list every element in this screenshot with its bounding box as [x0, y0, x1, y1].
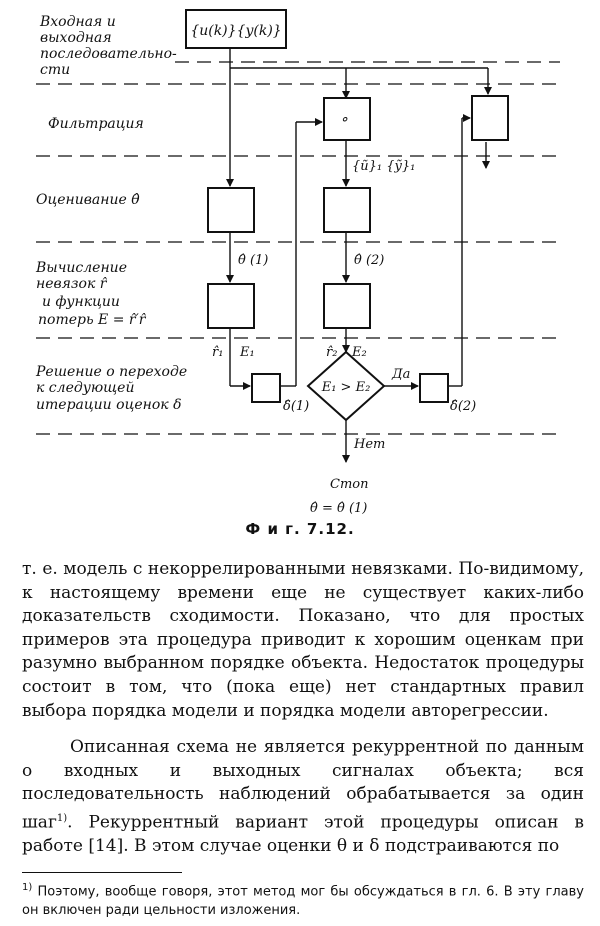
estimate-box-2	[323, 187, 371, 233]
input-box-label: {u(k)}{y(k)}	[190, 23, 281, 39]
paragraph-2-cont: . Рекуррентный вариант этой процедуры оп…	[22, 812, 584, 857]
signal-labels: {ũ}₁ {ỹ}₁ θ̂ (1) θ̂ (2) r̂₁ E₁ r̂₂ E₂ δ̂…	[212, 159, 476, 516]
filter-box-2	[471, 95, 509, 141]
stage-labels: Входная и выходная последовательно- сти …	[35, 14, 187, 413]
stage-label-input: выходная	[40, 30, 112, 46]
stage-label-estimate: Оценивание θ̂	[36, 192, 140, 208]
theta1-label: θ̂ (1)	[238, 253, 268, 268]
input-box	[185, 9, 287, 49]
stage-label-residual: потерь E = r̂′r̂	[38, 312, 147, 328]
process-boxes	[207, 95, 509, 403]
flowchart-figure: Входная и выходная последовательно- сти …	[35, 9, 560, 516]
condition-label: E₁ > E₂	[321, 380, 371, 395]
figure-caption: Ф и г. 7.12.	[245, 520, 355, 538]
residual-box-2	[323, 283, 371, 329]
filter-box	[323, 97, 371, 141]
footnote-ref: 1)	[56, 812, 68, 824]
paragraph-1: т. е. модель с некоррелированными невязк…	[22, 559, 584, 721]
stage-label-filter: Фильтрация	[48, 116, 144, 132]
stage-label-residual: Вычисление	[35, 260, 127, 276]
footnote-rule	[22, 872, 182, 873]
e1-label: E₁	[239, 345, 255, 360]
connectors	[226, 48, 492, 463]
stage-label-residual: невязок r̂	[36, 276, 108, 292]
filter-box-symbol: ⚬	[339, 113, 350, 128]
stage-label-input: последовательно-	[40, 46, 177, 62]
stage-label-decision: итерации оценок δ	[36, 397, 182, 413]
theta2-label: θ̂ (2)	[354, 253, 384, 268]
r1-label: r̂₁	[212, 345, 223, 360]
stop-label: Стоп	[330, 477, 368, 492]
footnote-mark: 1)	[22, 882, 33, 893]
stage-label-input: Входная и	[39, 14, 116, 30]
paragraph-2: Описанная схема не является рекуррентной…	[22, 736, 584, 859]
stage-label-input: сти	[40, 62, 70, 78]
filtered-signals-label: {ũ}₁ {ỹ}₁	[352, 159, 415, 174]
stage-label-decision: к следующей	[36, 380, 135, 396]
footnote: 1) Поэтому, вообще говоря, этот метод мо…	[22, 878, 584, 920]
stage-label-decision: Решение о переходе	[35, 364, 187, 380]
footnote-text: Поэтому, вообще говоря, этот метод мог б…	[22, 884, 584, 919]
e2-label: E₂	[351, 345, 367, 360]
delta1-label: δ̂(1)	[283, 399, 309, 414]
estimate-box-1	[207, 187, 255, 233]
r2-label: r̂₂	[326, 345, 337, 360]
delta-box-2	[419, 373, 449, 403]
stage-label-residual: и функции	[42, 294, 120, 310]
stage-separators	[36, 61, 560, 435]
decision-diamond	[306, 350, 386, 422]
residual-box-1	[207, 283, 255, 329]
yes-label: Да	[391, 367, 410, 382]
result-label: θ̂ = θ̂ (1)	[310, 501, 367, 516]
delta-box-1	[251, 373, 281, 403]
paragraph-2-text: Описанная схема не является рекуррентной…	[22, 737, 584, 833]
no-label: Нет	[353, 437, 385, 452]
delta2-label: δ̂(2)	[450, 399, 476, 414]
